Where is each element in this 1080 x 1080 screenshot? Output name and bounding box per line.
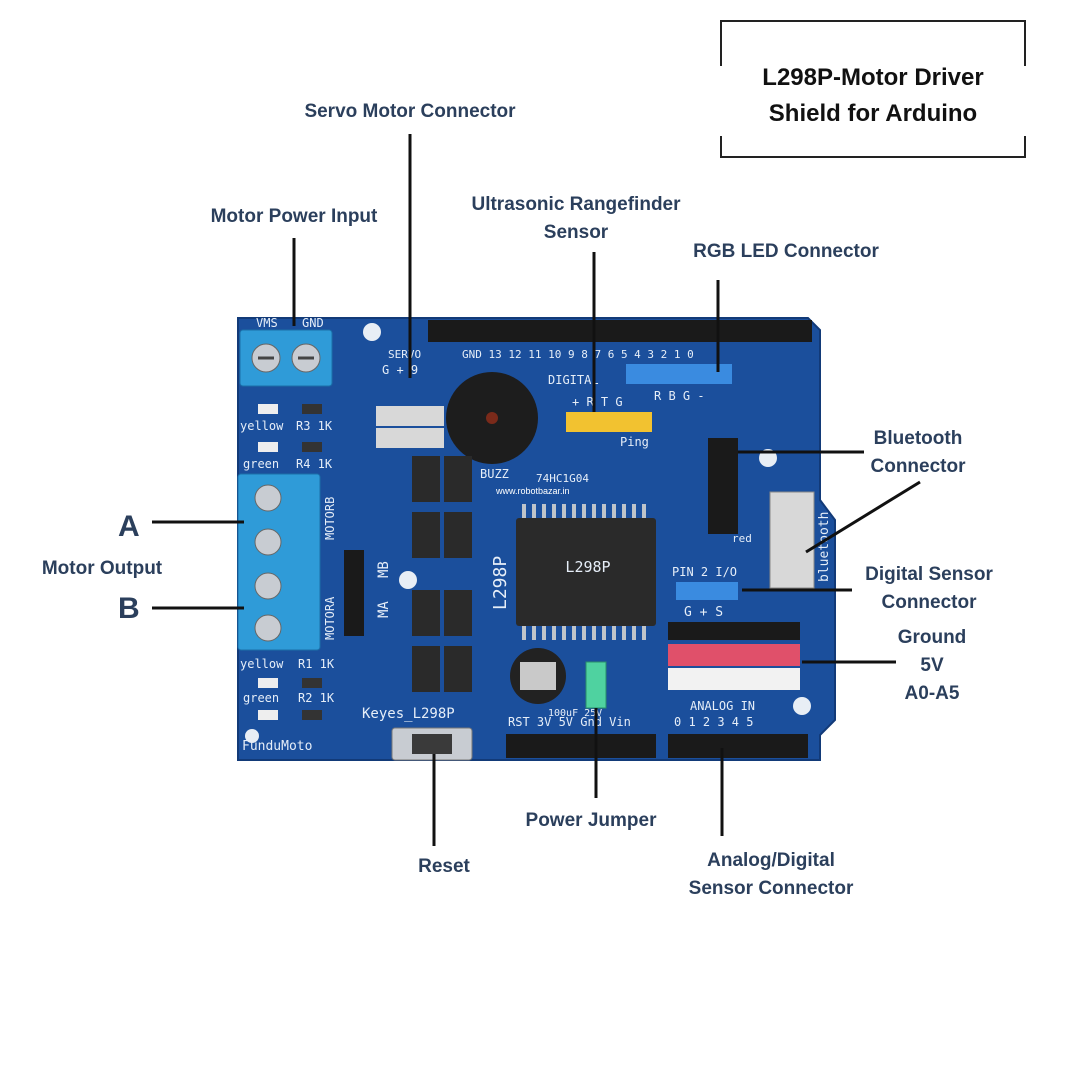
chip-name-label: L298P [565, 558, 610, 576]
chip-small-label: 74HC1G04 [536, 472, 589, 485]
label-bluetooth-connector: Bluetooth Connector [870, 428, 966, 477]
bt-header [708, 438, 738, 534]
power-jumper [585, 661, 607, 709]
cap-label: 100uF 25V [548, 708, 602, 719]
keyes-label: Keyes_L298P [362, 706, 455, 722]
analog-label: ANALOG IN [690, 699, 755, 713]
mount-hole [399, 571, 417, 589]
title-box-gap [718, 66, 1030, 136]
digital-label: DIGITAL [548, 373, 599, 387]
red-label: red [732, 532, 752, 545]
analog-header-red [668, 644, 800, 666]
motora-label: MOTORA [323, 596, 337, 640]
vertical-chip-label: L298P [490, 556, 511, 610]
gps-label: G + S [684, 605, 723, 620]
mount-hole [245, 729, 259, 743]
digital-header [428, 320, 812, 342]
label-ground-5v-a0a5: Ground 5V A0-A5 [897, 627, 967, 704]
label-servo-motor-connector: Servo Motor Connector [304, 101, 516, 122]
vms-label: VMS [256, 316, 278, 330]
motor-header [344, 550, 364, 636]
green-label-bottom: green [243, 691, 279, 705]
mount-hole [793, 697, 811, 715]
title-line-1: L298P-Motor Driver [762, 64, 984, 91]
chip-pins [522, 504, 646, 640]
digital-pins-label: GND 13 12 11 10 9 8 7 6 5 4 3 2 1 0 [462, 348, 694, 361]
label-motor-output: Motor Output [41, 558, 163, 579]
ping-pins-label: + R T G [572, 395, 623, 409]
yellow-label-bottom: yellow [240, 657, 284, 671]
label-ultrasonic-rangefinder: Ultrasonic Rangefinder Sensor [471, 194, 681, 243]
servo-pins-label: G + 9 [382, 363, 418, 377]
analog-header-white [668, 668, 800, 690]
rgb-header [626, 364, 732, 384]
leader-lines [152, 134, 921, 846]
label-motor-power-input: Motor Power Input [210, 206, 378, 227]
leader-bluetooth-2 [805, 480, 921, 554]
watermark: www.robotbazar.in [495, 486, 570, 496]
buzz-label: BUZZ [480, 467, 509, 481]
pin2io-label: PIN 2 I/O [672, 565, 737, 579]
mount-hole [363, 323, 381, 341]
r1-label: R1 1K [298, 657, 335, 671]
label-digital-sensor-connector: Digital Sensor Connector [865, 564, 993, 613]
ping-label: Ping [620, 435, 649, 449]
rgb-pins-label: R B G - [654, 389, 705, 403]
ping-header [566, 412, 652, 432]
analog-header-black [668, 622, 800, 640]
motorb-label: MOTORB [323, 497, 337, 540]
label-analog-digital-sensor: Analog/Digital Sensor Connector [688, 850, 854, 899]
label-rgb-led-connector: RGB LED Connector [693, 241, 879, 262]
motor-output-terminal [237, 473, 321, 651]
title-box: L298P-Motor Driver Shield for Arduino [718, 20, 1030, 158]
r3-label: R3 1K [296, 419, 333, 433]
servo-header [376, 406, 444, 426]
l298p-chip [516, 518, 656, 626]
ma-label: MA [376, 601, 392, 618]
r2-label: R2 1K [298, 691, 335, 705]
fundumoto-label: FunduMoto [242, 739, 312, 754]
diode-column [412, 456, 472, 692]
bluetooth-header [769, 491, 815, 589]
r4-label: R4 1K [296, 457, 333, 471]
label-reset: Reset [418, 856, 470, 877]
green-label-top: green [243, 457, 279, 471]
diagram-title: L298P-Motor Driver Shield for Arduino [722, 60, 1024, 132]
analog-pins-label: 0 1 2 3 4 5 [674, 715, 753, 729]
gnd-label: GND [302, 316, 324, 330]
yellow-label-top: yellow [240, 419, 284, 433]
title-line-2: Shield for Arduino [768, 100, 978, 127]
power-header [506, 734, 656, 758]
label-power-jumper: Power Jumper [525, 810, 657, 831]
label-b: B [118, 592, 140, 625]
analog-header [668, 734, 808, 758]
bluetooth-label: bluetooth [817, 512, 832, 582]
label-a: A [118, 510, 140, 543]
servo-label: SERVO [388, 348, 421, 361]
power-pins-label: RST 3V 5V Gnd Vin [508, 715, 631, 729]
digital-sensor-header [676, 582, 738, 600]
mb-label: MB [376, 561, 392, 578]
